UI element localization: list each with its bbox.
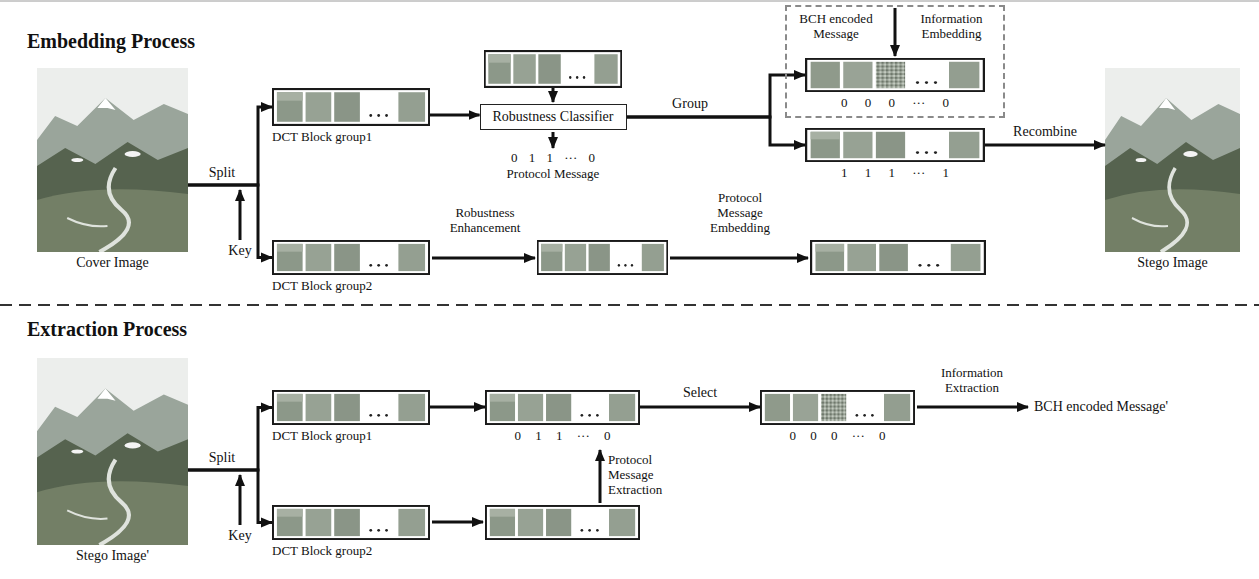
- flow-arrow: [627, 117, 806, 145]
- label-holder: Group: [670, 96, 710, 112]
- block-group: DCT Block group1: [272, 390, 430, 425]
- flow-arrow: [627, 75, 806, 117]
- image-node: Cover Image: [37, 68, 188, 252]
- bit-sequence: 0 1 1 ··· 0: [511, 150, 595, 165]
- label-holder: BCH encoded Message': [1034, 399, 1168, 415]
- node-caption: 0 0 0 ··· 0: [805, 95, 985, 110]
- node-caption: DCT Block group2: [272, 543, 430, 558]
- block-group: 0 0 0 ··· 0: [805, 58, 985, 92]
- dct-block-strip: [273, 89, 429, 125]
- node-caption: DCT Block group1: [272, 428, 430, 443]
- dct-block-strip: [485, 51, 621, 87]
- edge-label: Recombine: [1011, 124, 1079, 140]
- dct-block-strip: [811, 241, 985, 274]
- group-label: BCH encoded Message: [791, 11, 881, 41]
- block-group: 0 0 0 ··· 0: [760, 390, 915, 425]
- label-holder: 0 1 1 ··· 0: [511, 150, 595, 165]
- dct-block-strip: [273, 391, 429, 424]
- image-node: Stego Image': [37, 358, 188, 545]
- stego-image: [1105, 68, 1240, 252]
- step-label: Protocol Message Extraction: [608, 452, 688, 497]
- output-label: Protocol Message: [507, 166, 600, 181]
- flow-arrow: [188, 470, 272, 523]
- dct-block-strip: [538, 241, 667, 274]
- flow-arrow: [552, 88, 555, 102]
- input-label: Key: [228, 528, 251, 544]
- block-group: 0 1 1 ··· 0: [485, 390, 640, 425]
- flow-arrow: [430, 114, 480, 117]
- flow-arrow: [917, 406, 1028, 409]
- step-label: Information Extraction: [925, 365, 1020, 395]
- dashed-group: BCH encoded Message Information Embedding…: [785, 5, 1005, 118]
- step-label: Robustness Enhancement: [435, 205, 535, 235]
- node-caption: 1 1 1 ··· 1: [805, 165, 985, 180]
- node-caption: Stego Image: [1105, 255, 1240, 271]
- label-holder: Embedding Process: [27, 30, 195, 52]
- node-caption: 0 0 0 ··· 0: [760, 428, 915, 443]
- edge-label: Group: [670, 96, 710, 112]
- block-group: 1 1 1 ··· 1: [805, 128, 985, 162]
- label-holder: Extraction Process: [27, 318, 187, 340]
- group-label: Information Embedding: [904, 11, 999, 41]
- key-arrow: [239, 475, 242, 525]
- flow-arrow: [670, 257, 808, 260]
- dct-block-strip: [273, 241, 429, 274]
- label-holder: Protocol Message: [507, 166, 600, 181]
- node-caption: Stego Image': [37, 548, 188, 564]
- label-holder: Protocol Message Extraction: [608, 452, 688, 497]
- label-holder: Split: [207, 450, 237, 466]
- process-box: Robustness Classifier: [480, 104, 627, 130]
- label-holder: Key: [228, 243, 251, 259]
- step-label: Protocol Message Embedding: [700, 190, 780, 235]
- dct-block-strip: [486, 506, 639, 539]
- box-label: Robustness Classifier: [481, 105, 626, 129]
- flow-arrow: [188, 107, 272, 185]
- node-caption: DCT Block group1: [272, 129, 430, 144]
- flow-arrow: [552, 132, 555, 148]
- section-title: Extraction Process: [27, 318, 187, 340]
- flow-arrow: [599, 450, 602, 503]
- block-group: DCT Block group2: [272, 505, 430, 540]
- edge-label: Split: [207, 450, 237, 466]
- input-label: Key: [228, 243, 251, 259]
- block-group: DCT Block group1: [272, 88, 430, 126]
- image-node: Stego Image: [1105, 68, 1240, 252]
- dct-block-strip: [486, 391, 639, 424]
- label-holder: Key: [228, 528, 251, 544]
- key-arrow: [239, 190, 242, 240]
- section-divider: [0, 304, 1259, 306]
- label-holder: Protocol Message Embedding: [700, 190, 780, 235]
- node-caption: Cover Image: [37, 255, 188, 271]
- block-group: DCT Block group2: [272, 240, 430, 275]
- dct-block-strip: [761, 391, 914, 424]
- node-caption: 0 1 1 ··· 0: [485, 428, 640, 443]
- section-title: Embedding Process: [27, 30, 195, 52]
- flow-arrow: [640, 406, 760, 409]
- dct-block-strip: [273, 506, 429, 539]
- flow-arrow: [430, 406, 485, 409]
- flow-arrow: [432, 257, 535, 260]
- node-caption: DCT Block group2: [272, 278, 430, 293]
- label-holder: Select: [681, 385, 719, 401]
- flow-arrow: [188, 408, 272, 471]
- stego-image: [37, 358, 188, 545]
- label-holder: Split: [207, 165, 237, 181]
- top-rule: [0, 1, 1259, 2]
- flow-arrow: [985, 144, 1105, 147]
- label-holder: Robustness Enhancement: [435, 205, 535, 235]
- edge-label: Split: [207, 165, 237, 181]
- cover-image: [37, 68, 188, 252]
- flow-arrow: [432, 521, 483, 524]
- edge-label: Select: [681, 385, 719, 401]
- dct-block-strip: [806, 59, 984, 91]
- label-holder: Information Extraction: [925, 365, 1020, 395]
- flow-arrow: [894, 8, 897, 56]
- dct-block-strip: [806, 129, 984, 161]
- output-label: BCH encoded Message': [1034, 399, 1168, 415]
- label-holder: Recombine: [1011, 124, 1079, 140]
